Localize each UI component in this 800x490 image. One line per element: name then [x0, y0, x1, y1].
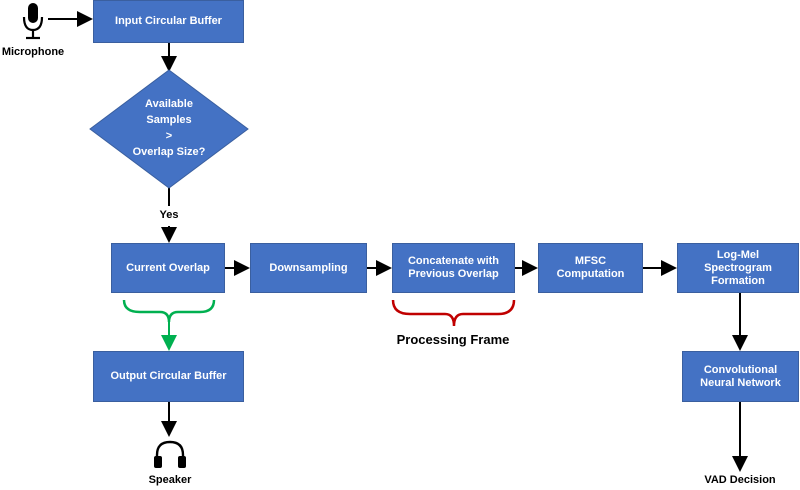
decision-text: Available Samples > Overlap Size?	[132, 98, 206, 158]
yes-label: Yes	[159, 209, 179, 221]
microphone-icon	[18, 2, 48, 42]
decision-diamond	[89, 69, 249, 189]
red-brace	[391, 299, 516, 327]
output-circular-buffer-node: Output Circular Buffer	[93, 351, 244, 402]
concatenate-node: Concatenate with Previous Overlap	[392, 243, 515, 293]
microphone-label: Microphone	[1, 46, 65, 58]
headphones-icon	[153, 439, 187, 469]
processing-frame-label: Processing Frame	[396, 332, 510, 347]
speaker-label: Speaker	[148, 474, 192, 486]
cnn-node: Convolutional Neural Network	[682, 351, 799, 402]
vad-decision-label: VAD Decision	[704, 474, 776, 486]
input-circular-buffer-node: Input Circular Buffer	[93, 0, 244, 43]
current-overlap-node: Current Overlap	[111, 243, 225, 293]
logmel-spectrogram-node: Log-Mel Spectrogram Formation	[677, 243, 799, 293]
downsampling-node: Downsampling	[250, 243, 367, 293]
green-brace	[122, 299, 216, 323]
mfsc-computation-node: MFSC Computation	[538, 243, 643, 293]
